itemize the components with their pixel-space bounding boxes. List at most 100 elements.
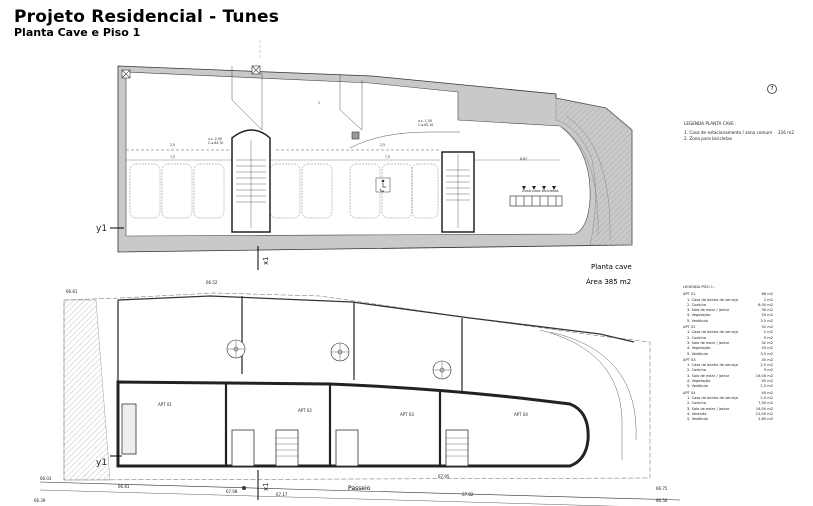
room-name: 4. Vegetação: [687, 313, 711, 318]
level-label: 67.08: [226, 489, 238, 494]
room-area: 2 m2: [763, 330, 773, 335]
room-name: 1. Casa de banho de serviço: [687, 330, 739, 335]
room-row: 5. Vestíbulo 2,5 m2: [683, 384, 773, 389]
basement-area-label: Área 385 m2: [586, 278, 632, 286]
room-name: 5. Vestíbulo: [687, 417, 708, 422]
room-row: 1. Casa de banho de serviço 2 m2: [683, 330, 773, 335]
level-label: 66.81: [118, 484, 130, 489]
apt-label-4: APT 04: [514, 412, 528, 417]
room-row: 2. Cozinha 6,00 m2: [683, 303, 773, 308]
room-area: 2,5 m2: [760, 384, 773, 389]
apartment-area: 45 m2: [761, 357, 773, 362]
svg-text:u.c. 2,50: u.c. 2,50: [208, 137, 222, 141]
section-x1-piso1: x1: [262, 482, 270, 491]
room-area: 16,00 m2: [755, 373, 773, 378]
street-label: Passeio: [348, 485, 371, 492]
room-area: 32 m2: [761, 340, 773, 345]
room-row: 2. Cozinha 7,00 m2: [683, 401, 773, 406]
apartment-area: 40 m2: [761, 390, 773, 395]
room-row: 4. Varanda 21,00 m2: [683, 412, 773, 417]
legend-item-name: 1. Casa de estacionamento / zona comum: [684, 130, 773, 135]
room-name: 2. Cozinha: [687, 401, 706, 406]
ramp-hatch: [555, 97, 633, 246]
room-name: 4. Varanda: [687, 411, 707, 416]
room-name: 3. Sala de estar / jantar: [687, 308, 730, 313]
basement-plan: 2,57,5 u.c. 2,50C.a.64,70 2,57,5 u.c. 1,…: [96, 40, 633, 270]
first-floor-legend: LEGENDA PISO 1 : APT 01 66 m2 1. Casa de…: [683, 285, 773, 422]
room-row: 2. Cozinha 9 m2: [683, 336, 773, 341]
room-row: 3. Sala de estar / jantar 32 m2: [683, 341, 773, 346]
legend-apartment: APT 02 52 m2: [683, 325, 773, 330]
basement-stair-core-1: [231, 129, 271, 233]
room-name: 1. Casa de banho de serviço: [687, 395, 739, 400]
room-area: 6,00 m2: [758, 302, 773, 307]
room-row: 5. Vestíbulo 3,5 m2: [683, 319, 773, 324]
room-area: 54 m2: [761, 313, 773, 318]
room-area: 45 m2: [761, 379, 773, 384]
legend-item: 1. Casa de estacionamento / zona comum 3…: [684, 130, 794, 136]
room-area: 3,5 m2: [760, 318, 773, 323]
level-label: 66.75: [656, 486, 668, 491]
room-area: 2 m2: [763, 297, 773, 302]
level-label: 66.81: [66, 289, 78, 294]
room-area: 2,5 m2: [760, 363, 773, 368]
level-label: 66.03: [40, 476, 52, 481]
room-name: 2. Cozinha: [687, 368, 706, 373]
parking-slots: [126, 159, 560, 219]
room-area: 7,00 m2: [758, 401, 773, 406]
room-name: 2. Cozinha: [687, 335, 706, 340]
room-name: 4. Vegetação: [687, 379, 711, 384]
section-marker: 7: [767, 84, 777, 94]
lot-outline: [63, 292, 651, 481]
bike-zone-label: Zona para bicicletas: [522, 189, 559, 193]
room-area: 9 m2: [763, 335, 773, 340]
apartment-name: APT 02: [683, 325, 696, 330]
room-area: 2,0 m2: [760, 395, 773, 400]
svg-text:2,5: 2,5: [170, 143, 175, 147]
first-floor-legend-title: LEGENDA PISO 1 :: [683, 285, 716, 289]
level-label: 67.95: [438, 474, 450, 479]
room-row: 1. Casa de banho de serviço 2,5 m2: [683, 363, 773, 368]
basement-stair-core-2: [441, 151, 475, 233]
room-area: 16,00 m2: [755, 406, 773, 411]
room-name: 1. Casa de banho de serviço: [687, 363, 739, 368]
apartment-name: APT 03: [683, 357, 696, 362]
legend-item-value: 316 m2: [777, 130, 794, 135]
basement-plan-label: Planta cave: [591, 263, 632, 271]
apt-label-1: APT 01: [158, 402, 172, 407]
room-area: 9 m2: [763, 368, 773, 373]
room-row: 1. Casa de banho de serviço 2 m2: [683, 298, 773, 303]
room-name: 5. Vestíbulo: [687, 318, 708, 323]
room-name: 2. Cozinha: [687, 302, 706, 307]
apartment-name: APT 04: [683, 390, 696, 395]
legend-apartment: APT 04 40 m2: [683, 391, 773, 396]
legend-item-name: 2. Zona para bicicletas: [684, 136, 732, 141]
page-title: Projeto Residencial - Tunes: [14, 7, 280, 27]
basement-legend: LEGENDA PLANTA CAVE : 1. Casa de estacio…: [684, 121, 794, 142]
room-area: 21,00 m2: [755, 411, 773, 416]
section-x1-cave: x1: [262, 256, 270, 265]
room-row: 3. Sala de estar / jantar 30 m2: [683, 308, 773, 313]
room-name: 5. Vestíbulo: [687, 384, 708, 389]
svg-text:1: 1: [318, 101, 320, 105]
room-name: 1. Casa de banho de serviço: [687, 297, 739, 302]
svg-text:C.a.64,70: C.a.64,70: [208, 141, 223, 145]
room-name: 3. Sala de estar / jantar: [687, 373, 730, 378]
svg-text:u.c. 1,50: u.c. 1,50: [418, 119, 432, 123]
room-row: 4. Vegetação 45 m2: [683, 379, 773, 384]
room-row: 2. Cozinha 9 m2: [683, 368, 773, 373]
room-area: 30 m2: [761, 308, 773, 313]
room-area: 3,5 m2: [760, 351, 773, 356]
accessible-parking-icon: [375, 177, 391, 193]
svg-text:7,5: 7,5: [170, 155, 175, 159]
room-name: 3. Sala de estar / jantar: [687, 406, 730, 411]
level-label: 66.56: [656, 498, 668, 503]
legend-apartment: APT 01 66 m2: [683, 292, 773, 297]
room-name: 3. Sala de estar / jantar: [687, 340, 730, 345]
svg-text:2,5: 2,5: [380, 143, 385, 147]
section-y1-cave: y1: [96, 224, 107, 234]
